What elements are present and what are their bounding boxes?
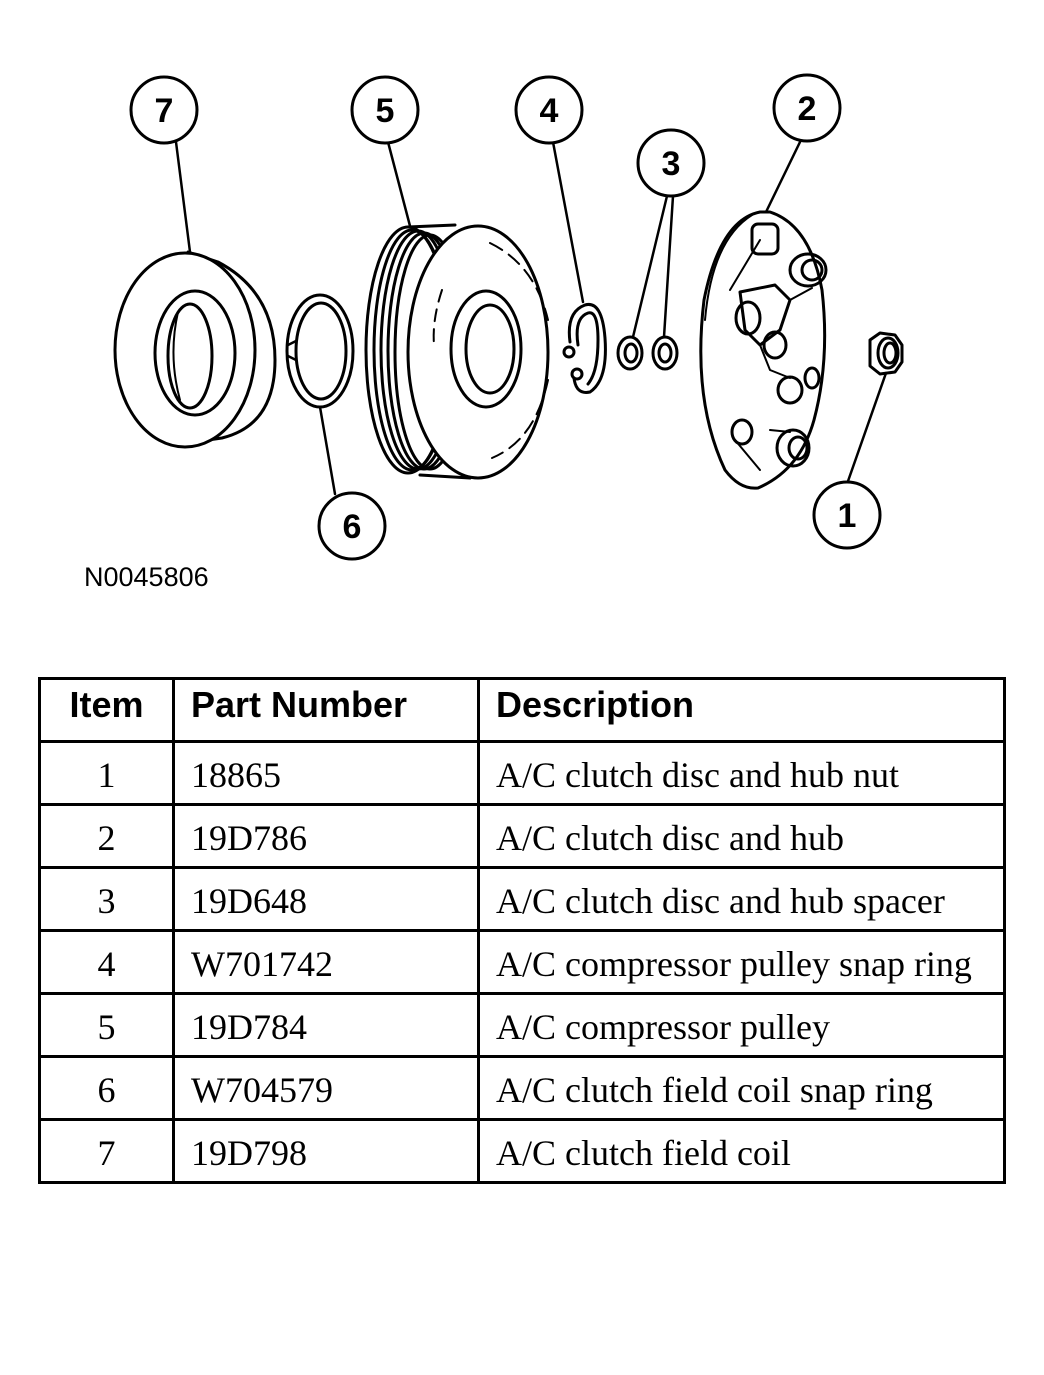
field-coil-part	[113, 250, 277, 449]
table-row: 5 19D784 A/C compressor pulley	[38, 992, 1006, 1058]
compressor-pulley-part	[364, 223, 550, 480]
table-row: 3 19D648 A/C clutch disc and hub spacer	[38, 866, 1006, 932]
cell-part-number: 19D784	[172, 992, 480, 1058]
cell-item: 6	[38, 1055, 175, 1121]
cell-description: A/C compressor pulley snap ring	[477, 929, 1006, 995]
table-row: 6 W704579 A/C clutch field coil snap rin…	[38, 1055, 1006, 1121]
table-row: 1 18865 A/C clutch disc and hub nut	[38, 740, 1006, 806]
callout-7: 7	[129, 75, 199, 145]
leader-lines	[174, 140, 888, 496]
callout-1: 1	[812, 480, 882, 550]
cell-description: A/C clutch field coil	[477, 1118, 1006, 1184]
cell-description: A/C clutch disc and hub	[477, 803, 1006, 869]
cell-part-number: 18865	[172, 740, 480, 806]
callout-3: 3	[636, 128, 706, 198]
callout-7-label: 7	[155, 92, 174, 130]
pulley-snap-ring-part	[562, 302, 607, 394]
cell-item: 2	[38, 803, 175, 869]
header-part-number: Part Number	[172, 677, 480, 743]
table-header-row: Item Part Number Description	[38, 677, 1006, 743]
cell-item: 1	[38, 740, 175, 806]
table-row: 2 19D786 A/C clutch disc and hub	[38, 803, 1006, 869]
hub-spacer-part	[616, 335, 679, 371]
cell-part-number: 19D798	[172, 1118, 480, 1184]
cell-item: 4	[38, 929, 175, 995]
parts-table: Item Part Number Description 1 18865 A/C…	[38, 677, 1006, 1184]
cell-part-number: W704579	[172, 1055, 480, 1121]
callout-5: 5	[350, 75, 420, 145]
figure-id: N0045806	[84, 562, 209, 592]
callout-3-label: 3	[662, 145, 681, 183]
field-coil-snap-ring-part	[285, 293, 355, 409]
cell-part-number: 19D786	[172, 803, 480, 869]
callout-4-label: 4	[540, 92, 559, 130]
cell-part-number: 19D648	[172, 866, 480, 932]
cell-description: A/C clutch field coil snap ring	[477, 1055, 1006, 1121]
cell-item: 3	[38, 866, 175, 932]
callout-1-label: 1	[838, 497, 857, 535]
header-description: Description	[477, 677, 1006, 743]
table-row: 4 W701742 A/C compressor pulley snap rin…	[38, 929, 1006, 995]
clutch-disc-and-hub-part	[699, 210, 828, 490]
cell-item: 7	[38, 1118, 175, 1184]
callout-6-label: 6	[343, 508, 362, 546]
callout-2: 2	[772, 73, 842, 143]
callout-2-label: 2	[798, 90, 817, 128]
table-row: 7 19D798 A/C clutch field coil	[38, 1118, 1006, 1184]
cell-item: 5	[38, 992, 175, 1058]
callout-5-label: 5	[376, 92, 395, 130]
cell-description: A/C clutch disc and hub spacer	[477, 866, 1006, 932]
header-item: Item	[38, 677, 175, 743]
exploded-view-diagram: 7 5 4 3 2 6 1 N0045806	[0, 0, 1044, 650]
hub-nut-part	[868, 331, 904, 376]
cell-part-number: W701742	[172, 929, 480, 995]
callout-4: 4	[514, 75, 584, 145]
cell-description: A/C compressor pulley	[477, 992, 1006, 1058]
callout-6: 6	[317, 491, 387, 561]
cell-description: A/C clutch disc and hub nut	[477, 740, 1006, 806]
